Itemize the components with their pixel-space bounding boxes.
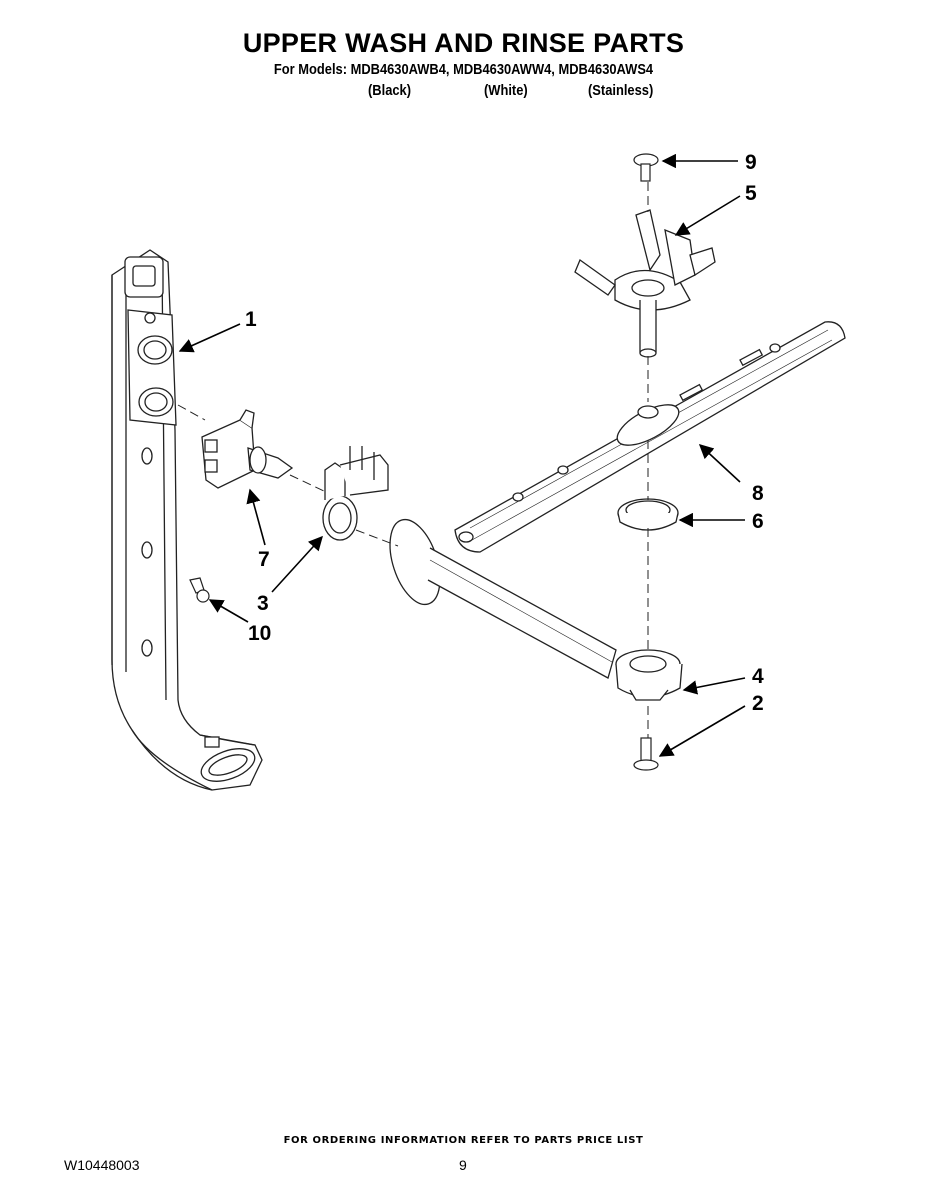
leader-8 [698,444,741,483]
callout-1: 1 [245,308,257,331]
ordering-note: FOR ORDERING INFORMATION REFER TO PARTS … [283,1135,644,1146]
callout-6: 6 [752,510,764,533]
leader-3 [271,535,323,593]
spray-arm-part [454,321,846,553]
callout-5: 5 [745,182,757,205]
ring-part [617,498,679,531]
callout-9: 9 [745,151,757,174]
callout-labels: 9 5 1 8 6 7 3 10 4 2 [245,151,764,715]
variant-stainless: (Stainless) [588,82,654,99]
callout-10: 10 [248,622,271,645]
callout-leaders [178,153,746,757]
page-number: 9 [459,1157,467,1173]
leader-7 [246,488,266,546]
upper-hub-part [574,209,716,358]
bolt-part [633,737,659,771]
hub-part [615,649,683,701]
variant-black: (Black) [368,82,412,99]
leader-5 [674,195,741,236]
connector-part [201,409,294,489]
models-line: For Models: MDB4630AWB4, MDB4630AWW4, MD… [273,61,654,78]
callout-2: 2 [752,692,764,715]
page-title: UPPER WASH AND RINSE PARTS [242,28,685,58]
assembly-centerlines [177,182,649,738]
supply-tube-part [111,249,263,791]
callout-4: 4 [752,665,764,688]
leader-1 [178,323,241,353]
leader-4 [682,677,746,695]
callout-3: 3 [257,592,269,615]
conduit-tube-part [389,518,617,679]
clamp-part [322,446,389,541]
top-screw-part [633,153,659,182]
document-number: W10448003 [64,1157,140,1173]
callout-7: 7 [258,548,270,571]
leader-10 [208,599,249,623]
variant-white: (White) [484,82,528,99]
callout-8: 8 [752,482,764,505]
screw-part [189,577,210,603]
leader-2 [658,705,746,757]
